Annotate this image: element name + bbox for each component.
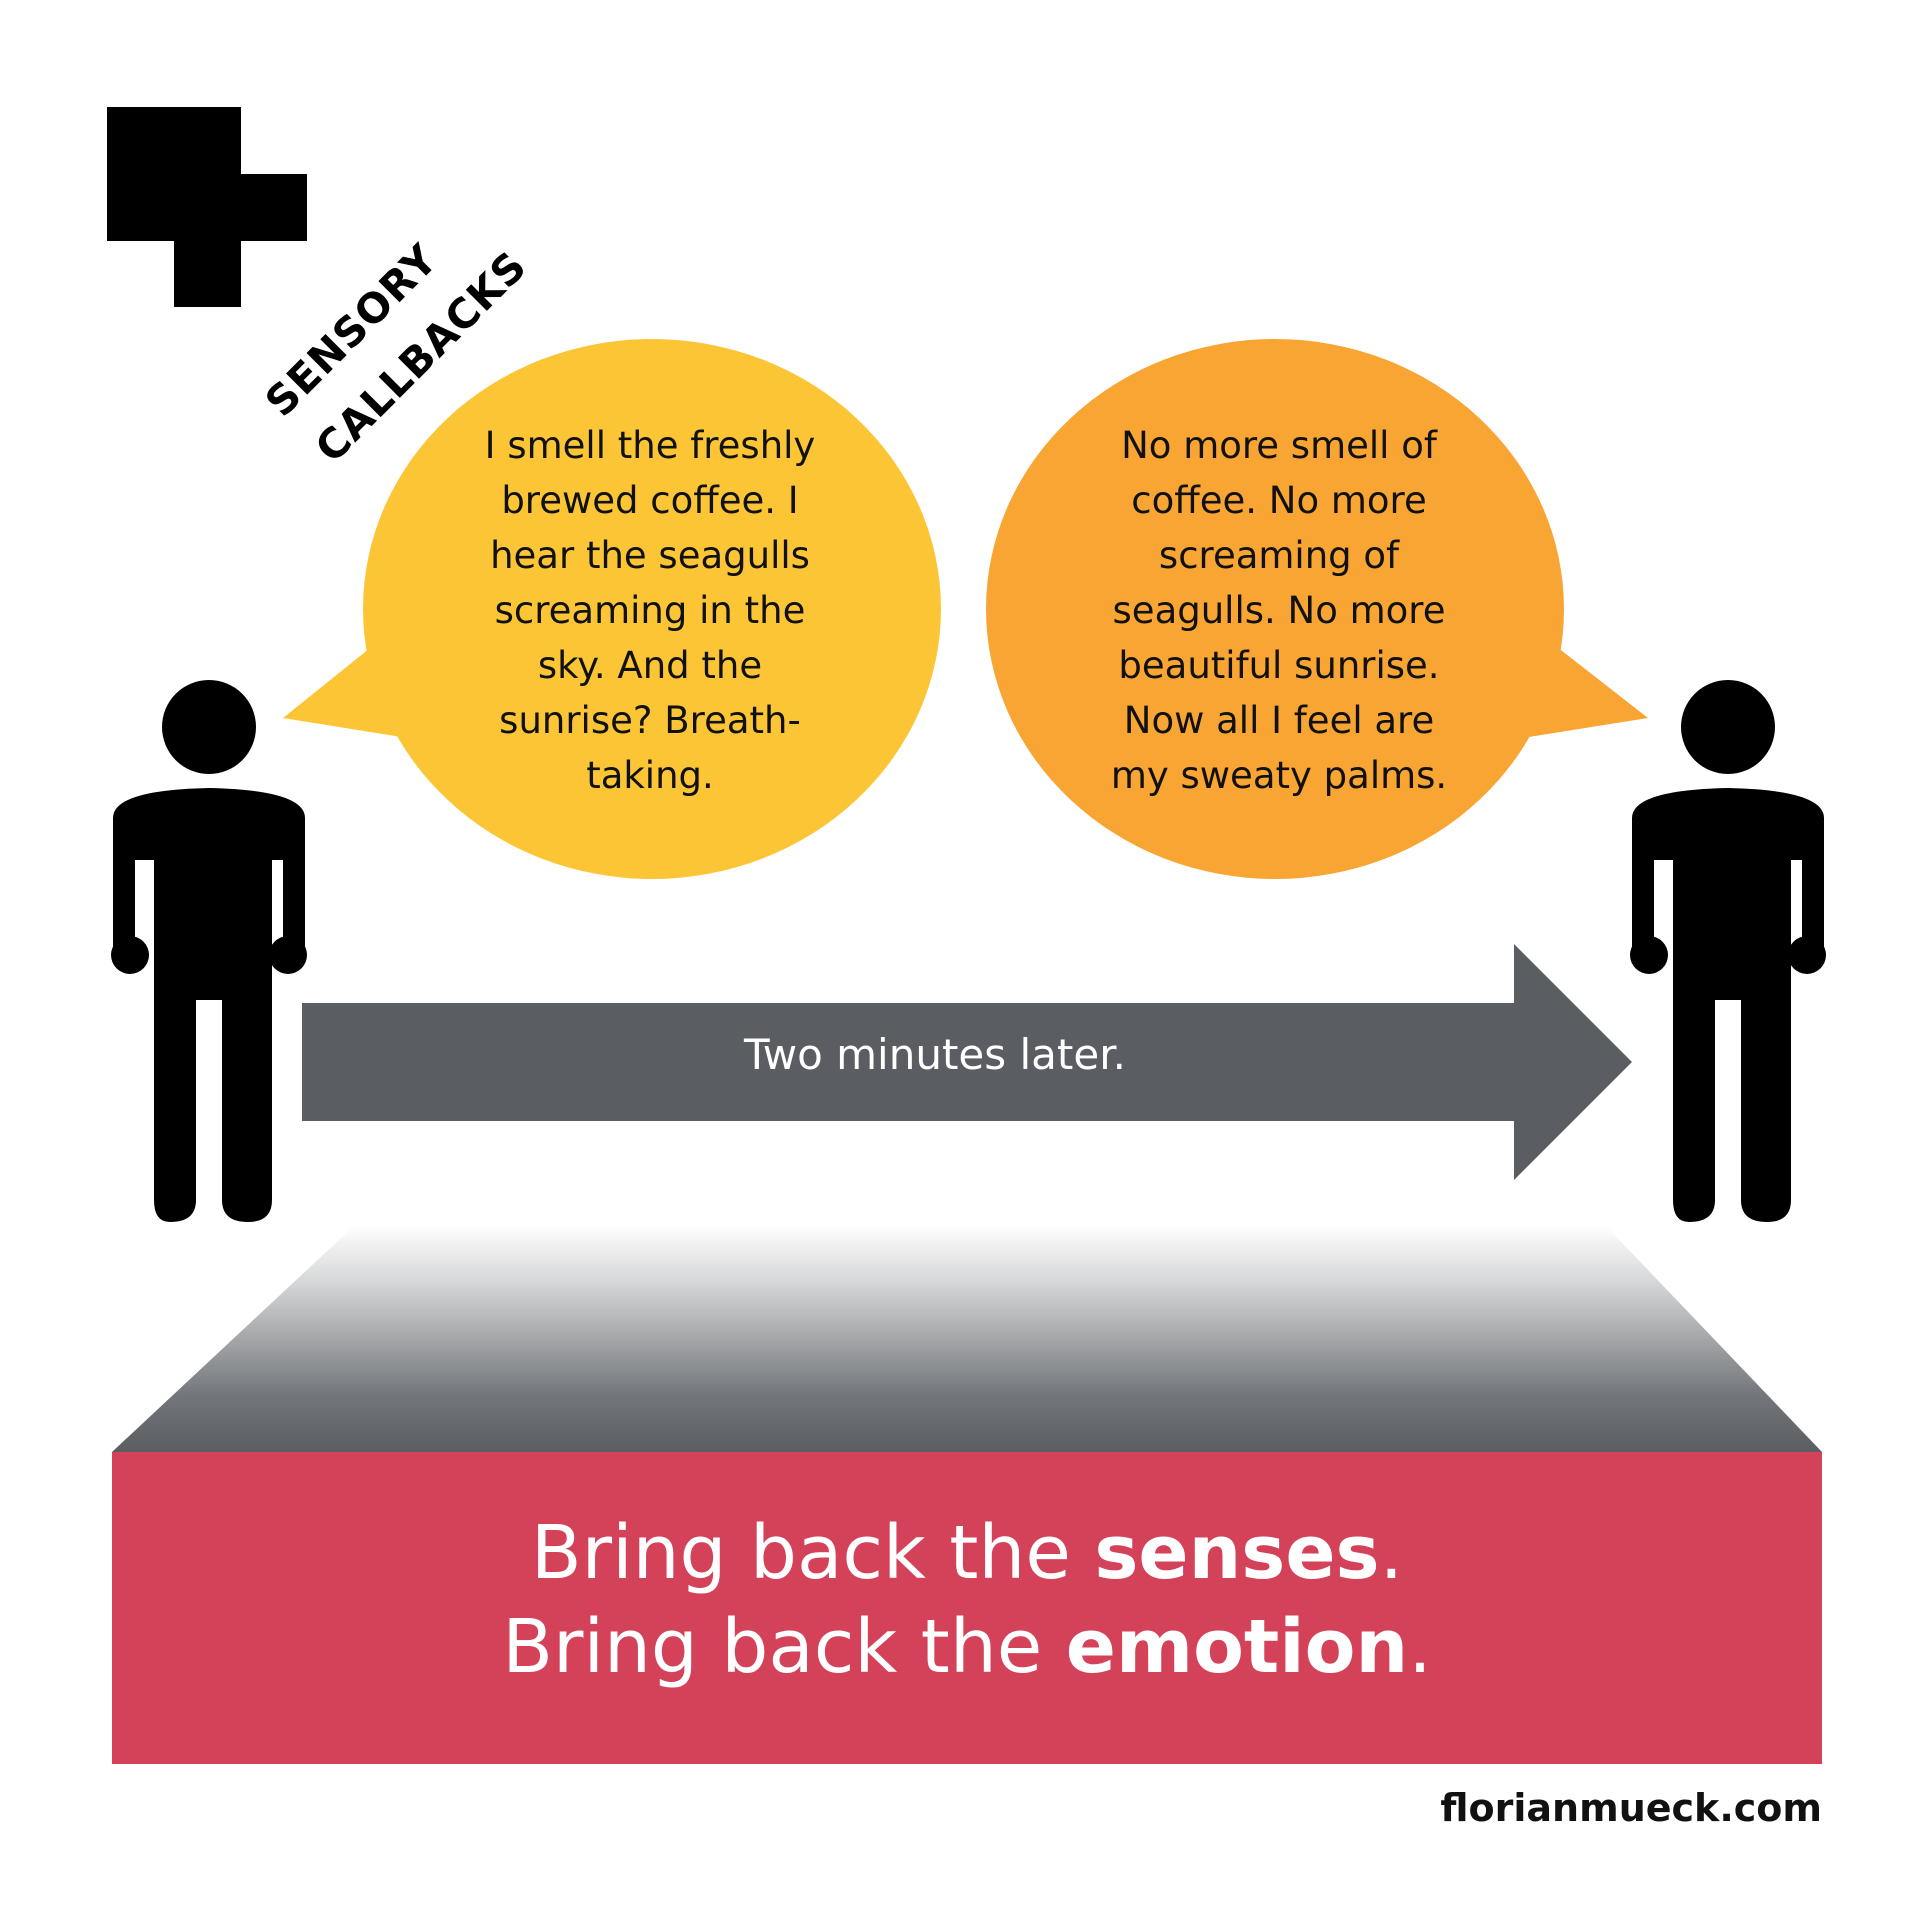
banner-line-2-prefix: Bring back the <box>502 1604 1066 1690</box>
bubble-right-text: No more smell of coffee. No more screami… <box>1094 418 1464 803</box>
banner-line-1-emphasis: senses <box>1094 1510 1380 1596</box>
bubble-left-text: I smell the freshly brewed coffee. I hea… <box>480 418 820 803</box>
logo-mark-icon <box>107 107 307 307</box>
bubble-left-line: taking. <box>586 754 714 797</box>
footer-url: florianmueck.com <box>1440 1786 1822 1830</box>
arrow-label: Two minutes later. <box>744 1030 1126 1079</box>
bubble-right-line: No more smell of <box>1121 424 1437 467</box>
bubble-left-line: sunrise? Breath- <box>499 699 801 742</box>
bubble-left-line: sky. And the <box>537 644 763 687</box>
speech-bubble-left <box>283 339 941 879</box>
bubble-right-line: coffee. No more <box>1131 479 1427 522</box>
bubble-right-line: screaming of <box>1158 534 1400 577</box>
bubble-right-line: seagulls. No more <box>1112 589 1446 632</box>
bubble-left-line: brewed coffee. I <box>501 479 799 522</box>
bubble-right-line: my sweaty palms. <box>1110 754 1448 797</box>
timeline-arrow <box>302 944 1632 1180</box>
bubble-right-line: Now all I feel are <box>1123 699 1435 742</box>
bubble-right-line: beautiful sunrise. <box>1118 644 1440 687</box>
person-right-icon <box>1630 680 1826 1222</box>
bubble-left-line: I smell the freshly <box>484 424 816 467</box>
speech-bubble-right <box>986 339 1648 879</box>
banner-line-1-prefix: Bring back the <box>530 1510 1095 1596</box>
bubble-left-line: screaming in the <box>494 589 806 632</box>
conclusion-banner: Bring back the senses. Bring back the em… <box>112 1452 1822 1764</box>
banner-line-2-emphasis: emotion <box>1065 1604 1409 1690</box>
bubble-left-line: hear the seagulls <box>490 534 810 577</box>
banner-line-1: Bring back the senses. <box>112 1510 1822 1596</box>
person-left-icon <box>111 680 307 1222</box>
platform-trapezoid <box>112 1225 1822 1452</box>
banner-line-1-suffix: . <box>1379 1510 1404 1596</box>
banner-line-2: Bring back the emotion. <box>112 1604 1822 1690</box>
banner-line-2-suffix: . <box>1408 1604 1432 1690</box>
